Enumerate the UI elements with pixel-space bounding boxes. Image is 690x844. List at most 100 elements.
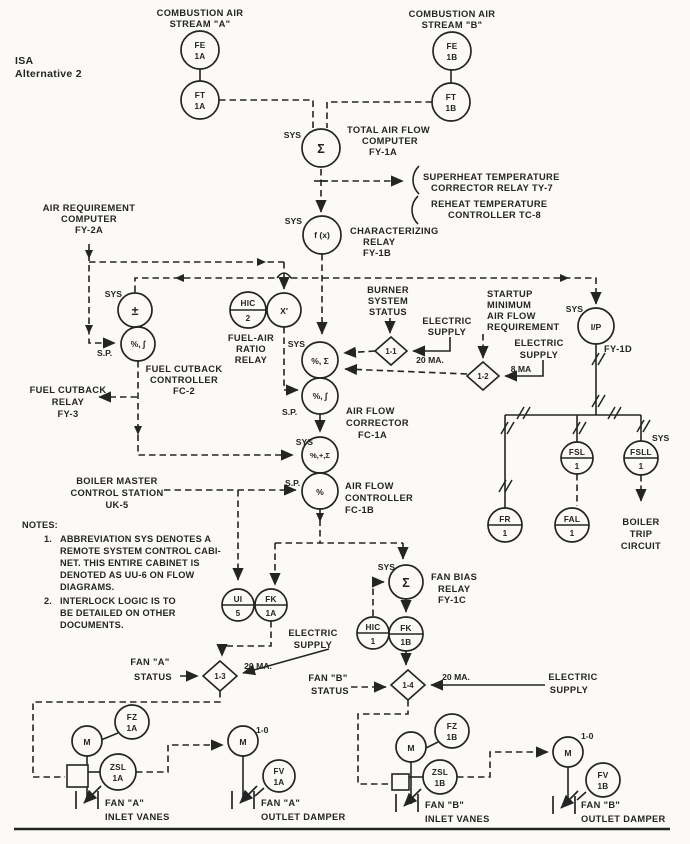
- drawing-title: ISA: [15, 55, 34, 67]
- svg-text:X′: X′: [280, 306, 288, 316]
- electric-supply-label: ELECTRIC: [548, 672, 597, 682]
- signal-i2-to-fc1a: [344, 363, 468, 376]
- svg-text:1: 1: [503, 529, 508, 538]
- flow-direction-arrows: [85, 250, 569, 522]
- electric-supply-label: ELECTRIC: [514, 338, 563, 348]
- svg-text:1B: 1B: [400, 638, 411, 647]
- instrument-fc1a-top: %, Σ: [301, 341, 339, 379]
- stream-b-label: COMBUSTION AIR: [409, 9, 496, 19]
- svg-text:CONTROLLER TC-8: CONTROLLER TC-8: [448, 210, 541, 220]
- instrument-fc1b-bottom: %: [301, 472, 339, 510]
- notes-heading: NOTES:: [22, 520, 58, 530]
- svg-text:TRIP: TRIP: [630, 529, 653, 539]
- ma-label: 20 MA.: [442, 672, 470, 682]
- svg-text:FE: FE: [446, 42, 457, 51]
- svg-text:FV: FV: [273, 767, 284, 776]
- fc2-label: FUEL CUTBACK: [146, 364, 223, 374]
- svg-text:STREAM "A": STREAM "A": [170, 19, 231, 29]
- signal-i1-to-fc1a: [343, 346, 376, 358]
- instrument-fsll-1: FSLL 1: [623, 440, 659, 476]
- svg-text:1B: 1B: [446, 733, 457, 742]
- svg-text:FSLL: FSLL: [630, 448, 652, 457]
- instrument-fc2-bias: ±: [117, 292, 153, 328]
- svg-text:1: 1: [639, 462, 644, 471]
- svg-text:FSL: FSL: [569, 448, 585, 457]
- svg-text:HIC: HIC: [240, 299, 255, 308]
- svg-text:SUPPLY: SUPPLY: [428, 327, 467, 337]
- svg-text:CIRCUIT: CIRCUIT: [621, 541, 661, 551]
- svg-text:1A: 1A: [194, 52, 205, 61]
- signal-bus-right-to-fy1d: [291, 277, 602, 305]
- sys-label: SYS: [378, 562, 395, 572]
- svg-text:5: 5: [236, 609, 241, 618]
- svg-text:1A: 1A: [126, 724, 137, 733]
- link-fv1a: [254, 787, 265, 797]
- svg-text:UK-5: UK-5: [105, 500, 128, 510]
- svg-text:FK: FK: [265, 595, 277, 604]
- svg-text:M: M: [83, 737, 90, 747]
- interlock-diamonds: 1-1 1-2 1-3 1-4: [201, 335, 501, 702]
- fan-b-status-label: FAN "B": [308, 673, 347, 683]
- signal-fk1a-to-i3: [216, 621, 272, 657]
- instrument-fy2b-ratio: X′: [266, 292, 302, 328]
- pneumatic-slash-marks: [498, 352, 651, 493]
- svg-text:1A: 1A: [273, 778, 284, 787]
- svg-text:CORRECTOR: CORRECTOR: [346, 418, 409, 428]
- fy1a-label: TOTAL AIR FLOW: [347, 125, 430, 135]
- instrument-fy-1b-characterizer: f (x): [302, 215, 342, 255]
- fy1c-label: FAN BIAS: [431, 572, 477, 582]
- instrument-hic-1: HIC 1: [356, 616, 390, 650]
- svg-text:MINIMUM: MINIMUM: [487, 300, 531, 310]
- svg-text:FT: FT: [195, 91, 206, 100]
- annotations: ISA Alternative 2 COMBUSTION AIR STREAM …: [15, 8, 669, 824]
- svg-text:1.: 1.: [44, 534, 52, 544]
- arrow-left-icon: [175, 274, 184, 282]
- setpoint-label: S.P.: [282, 407, 297, 417]
- sys-label: SYS: [296, 437, 313, 447]
- signal-fy2a-to-fc2-sp: [88, 244, 116, 349]
- svg-text:1B: 1B: [445, 104, 456, 113]
- instrument-fz-1b: FZ 1B: [434, 713, 470, 749]
- svg-text:RELAY: RELAY: [363, 237, 396, 247]
- actuator-box-fan-a: [66, 764, 89, 788]
- link-fz1a-motor: [100, 732, 119, 741]
- signal-ft1a-to-fy1a: [219, 99, 314, 128]
- svg-text:SUPPLY: SUPPLY: [520, 350, 559, 360]
- instrument-ft-1b: FT 1B: [431, 82, 471, 122]
- ratio-relay-label: FUEL-AIR: [228, 333, 274, 343]
- svg-text:Σ: Σ: [317, 142, 325, 156]
- svg-text:1A: 1A: [112, 774, 123, 783]
- signal-ft1b-to-fy1a: [326, 101, 432, 128]
- svg-text:1: 1: [371, 637, 376, 646]
- instrument-fe-1a: FE 1A: [180, 30, 220, 70]
- svg-text:CONTROLLER: CONTROLLER: [150, 375, 218, 385]
- signal-i4-to-fan-b-vanes: [357, 700, 409, 785]
- arrow-right-icon: [257, 258, 266, 266]
- annotation-braces: [411, 165, 420, 225]
- svg-text:RELAY: RELAY: [235, 355, 268, 365]
- fan-b-outlet-label: FAN "B": [581, 800, 620, 810]
- svg-text:FY-2A: FY-2A: [75, 225, 103, 235]
- svg-text:RATIO: RATIO: [236, 344, 266, 354]
- sys-label: SYS: [285, 216, 302, 226]
- interlock-1-2: 1-2: [465, 360, 501, 392]
- drawing-subtitle: Alternative 2: [15, 68, 82, 80]
- fy3-label: FUEL CUTBACK: [30, 385, 107, 395]
- instrument-hic-2: HIC 2: [229, 291, 267, 329]
- sys-label: SYS: [566, 304, 583, 314]
- svg-text:STATUS: STATUS: [311, 686, 349, 696]
- instrument-fr-1: FR 1: [487, 507, 523, 543]
- motor-fan-b-inlet-vanes: M: [395, 731, 427, 763]
- instrument-zsl-1b: ZSL 1B: [422, 759, 458, 795]
- arrow-down-icon: [316, 513, 324, 522]
- instrument-fv-1a: FV 1A: [262, 759, 296, 793]
- svg-text:FK: FK: [400, 624, 412, 633]
- fy1b-label: CHARACTERIZING: [350, 226, 439, 236]
- setpoint-label: S.P.: [285, 478, 300, 488]
- signal-xprime-to-fc1a-sp: [283, 327, 299, 396]
- svg-text:FR: FR: [499, 515, 511, 524]
- svg-text:FY-3: FY-3: [57, 409, 78, 419]
- svg-text:±: ±: [132, 304, 139, 318]
- ty7-note: SUPERHEAT TEMPERATURE: [423, 172, 560, 182]
